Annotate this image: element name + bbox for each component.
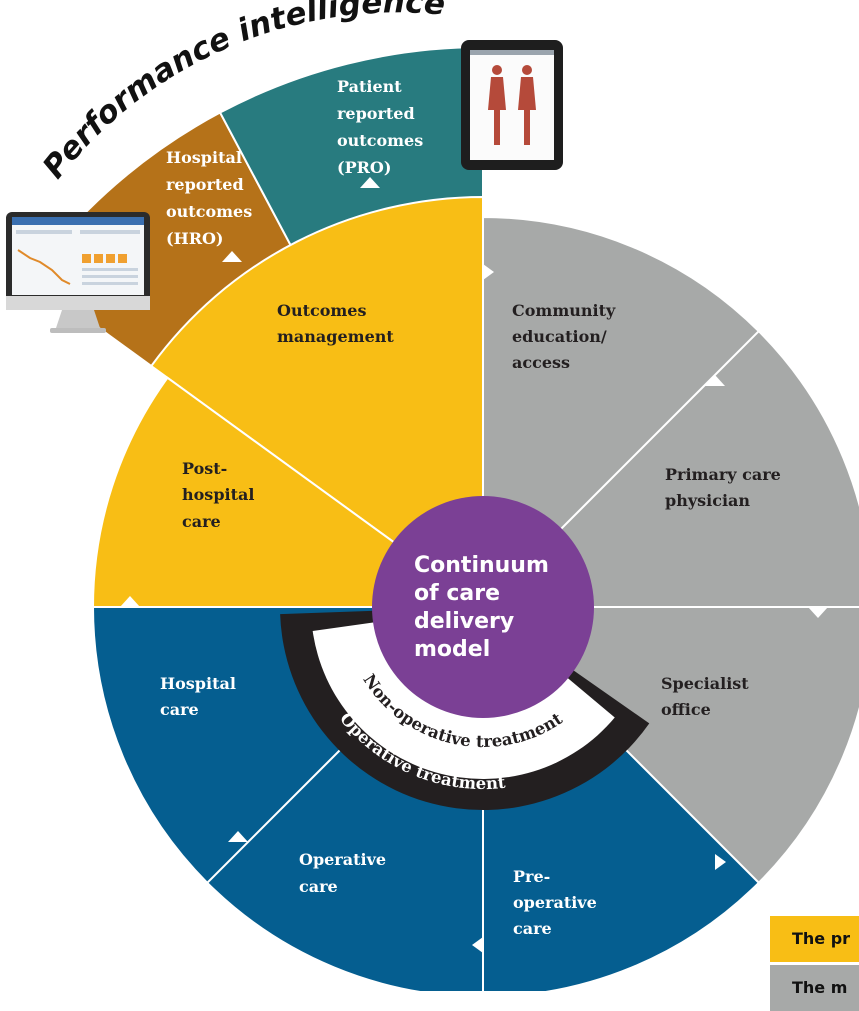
pro-label: Patient reported outcomes (PRO) — [337, 77, 429, 177]
divider-notch — [715, 854, 726, 870]
legend-item-gray: The m — [770, 965, 859, 1011]
tablet-icon — [461, 40, 563, 170]
center-label: Continuum of care delivery model — [414, 553, 557, 662]
post-hospital-care-label: Post- hospital care — [182, 459, 260, 531]
outcomes-management-label: Outcomes management — [277, 301, 394, 346]
divider-notch — [360, 177, 380, 188]
community-education-label: Community education/ access — [512, 301, 621, 372]
primary-care-physician-label: Primary care physician — [665, 465, 786, 510]
specialist-office-label: Specialist office — [661, 674, 754, 719]
divider-notch — [222, 251, 242, 262]
community-sector — [482, 215, 761, 610]
divider-notch — [120, 596, 140, 607]
legend-item-yellow-label: The pr — [792, 929, 851, 948]
hro-label: Hospital reported outcomes (HRO) — [166, 148, 258, 248]
wheel-notches — [120, 177, 828, 953]
divider-notch — [228, 831, 248, 842]
divider-notch — [808, 607, 828, 618]
desktop-monitor-icon — [6, 212, 150, 333]
divider-notch — [483, 264, 494, 280]
operative-care-label: Operative care — [299, 850, 392, 896]
divider-notch — [472, 937, 483, 953]
primary-care-sector — [480, 329, 859, 608]
divider-notch — [705, 375, 725, 386]
legend-item-gray-label: The m — [792, 978, 848, 997]
pre-operative-care-label: Pre- operative care — [513, 867, 602, 938]
hospital-care-label: Hospital care — [160, 674, 241, 719]
outcomes-management-sector — [149, 195, 484, 609]
center-circle — [372, 496, 594, 718]
post-hospital-care-sector — [91, 376, 487, 608]
legend-item-yellow: The pr — [770, 916, 859, 962]
